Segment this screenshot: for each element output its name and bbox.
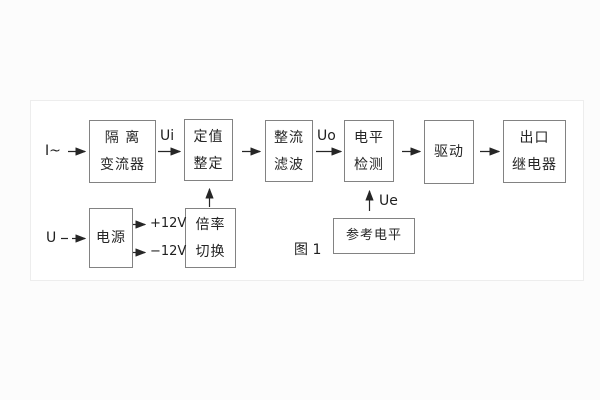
block-level-detect: 电平 检测	[344, 120, 394, 182]
label-rail-negative: −12V	[150, 244, 187, 259]
block-line: 倍率	[195, 216, 226, 233]
block-line: 定值	[193, 128, 224, 145]
block-output-relay: 出口 继电器	[503, 120, 566, 183]
label-input-current: I~	[45, 143, 61, 159]
label-rail-positive: +12V	[150, 216, 187, 231]
block-line: 驱动	[434, 144, 464, 160]
block-power-supply: 电源	[89, 208, 133, 268]
block-line: 切换	[195, 243, 226, 260]
block-ratio-switch: 倍率 切换	[185, 208, 236, 268]
block-setting-adjust: 定值 整定	[184, 119, 233, 181]
block-rectify-filter: 整流 滤波	[265, 120, 313, 182]
block-reference-level: 参考电平	[333, 218, 415, 254]
label-signal-ui: Ui	[160, 128, 175, 144]
label-signal-ue: Ue	[379, 193, 398, 209]
block-line: 电源	[96, 230, 126, 246]
label-input-voltage: U	[46, 230, 57, 246]
block-line: 整流	[274, 129, 304, 146]
block-isolation-transformer: 隔 离 变流器	[89, 120, 156, 183]
block-line: 电平	[354, 129, 384, 146]
block-line: 变流器	[100, 157, 145, 173]
figure-caption: 图 1	[294, 242, 322, 258]
label-signal-uo: Uo	[317, 128, 336, 144]
block-line: 隔 离	[104, 130, 141, 146]
block-line: 参考电平	[345, 228, 402, 243]
block-line: 出口	[519, 130, 550, 146]
block-line: 滤波	[274, 156, 304, 173]
block-line: 继电器	[512, 157, 557, 173]
block-line: 检测	[354, 156, 384, 173]
block-drive: 驱动	[424, 120, 474, 184]
block-line: 整定	[193, 155, 224, 172]
